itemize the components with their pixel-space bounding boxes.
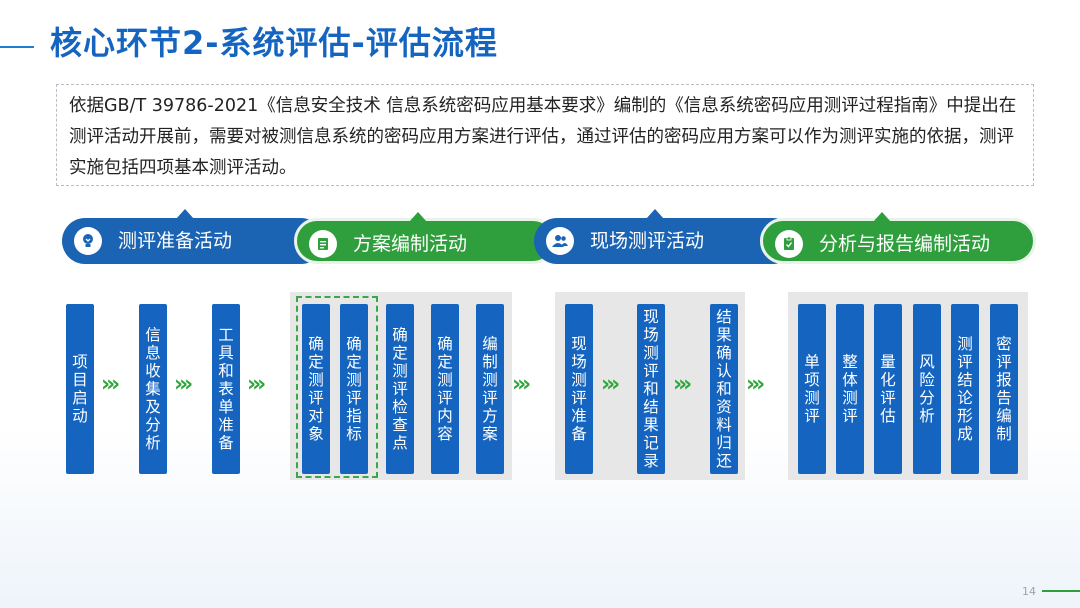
flow-arrow: ››› xyxy=(673,372,692,397)
step-card: 量化评估 xyxy=(874,304,902,474)
flow-arrow: ››› xyxy=(101,372,120,397)
intro-text: 依据GB/T 39786-2021《信息安全技术 信息系统密码应用基本要求》编制… xyxy=(56,84,1034,186)
step-card: 项目启动 xyxy=(66,304,94,474)
flow-arrow: ››› xyxy=(174,372,193,397)
phase-label: 现场测评活动 xyxy=(590,230,705,252)
step-card: 现场测评准备 xyxy=(565,304,593,474)
document-icon xyxy=(309,230,337,258)
flow-arrow: ››› xyxy=(601,372,620,397)
clipboard-icon xyxy=(775,230,803,258)
phase-label: 测评准备活动 xyxy=(118,230,233,252)
title-accent-line xyxy=(0,46,34,48)
flow-arrow: ››› xyxy=(512,372,531,397)
step-card: 工具和表单准备 xyxy=(212,304,240,474)
step-card: 确定测评指标 xyxy=(340,304,368,474)
flow-arrow: ››› xyxy=(746,372,765,397)
people-icon xyxy=(546,227,574,255)
step-card: 确定测评对象 xyxy=(302,304,330,474)
page-accent-line xyxy=(1042,590,1080,592)
phase-report: 分析与报告编制活动 xyxy=(760,212,1036,264)
step-card: 信息收集及分析 xyxy=(139,304,167,474)
step-card: 密评报告编制 xyxy=(990,304,1018,474)
step-card: 结果确认和资料归还 xyxy=(710,304,738,474)
step-card: 现场测评和结果记录 xyxy=(637,304,665,474)
step-card: 测评结论形成 xyxy=(951,304,979,474)
phase-label: 方案编制活动 xyxy=(353,233,468,255)
phase-plan: 方案编制活动 xyxy=(294,212,556,264)
flow-arrow: ››› xyxy=(247,372,266,397)
selected-plan-box xyxy=(296,296,378,478)
panel-report xyxy=(788,292,1028,480)
step-card: 风险分析 xyxy=(913,304,941,474)
step-card: 编制测评方案 xyxy=(476,304,504,474)
step-card: 单项测评 xyxy=(798,304,826,474)
lightbulb-icon xyxy=(74,227,102,255)
page-title: 核心环节2-系统评估-评估流程 xyxy=(50,24,498,62)
step-card: 整体测评 xyxy=(836,304,864,474)
phase-label: 分析与报告编制活动 xyxy=(819,233,991,255)
phase-onsite: 现场测评活动 xyxy=(534,209,796,264)
page-number: 14 xyxy=(1022,585,1036,598)
step-card: 确定测评检查点 xyxy=(386,304,414,474)
step-card: 确定测评内容 xyxy=(431,304,459,474)
phase-prep: 测评准备活动 xyxy=(62,209,324,264)
